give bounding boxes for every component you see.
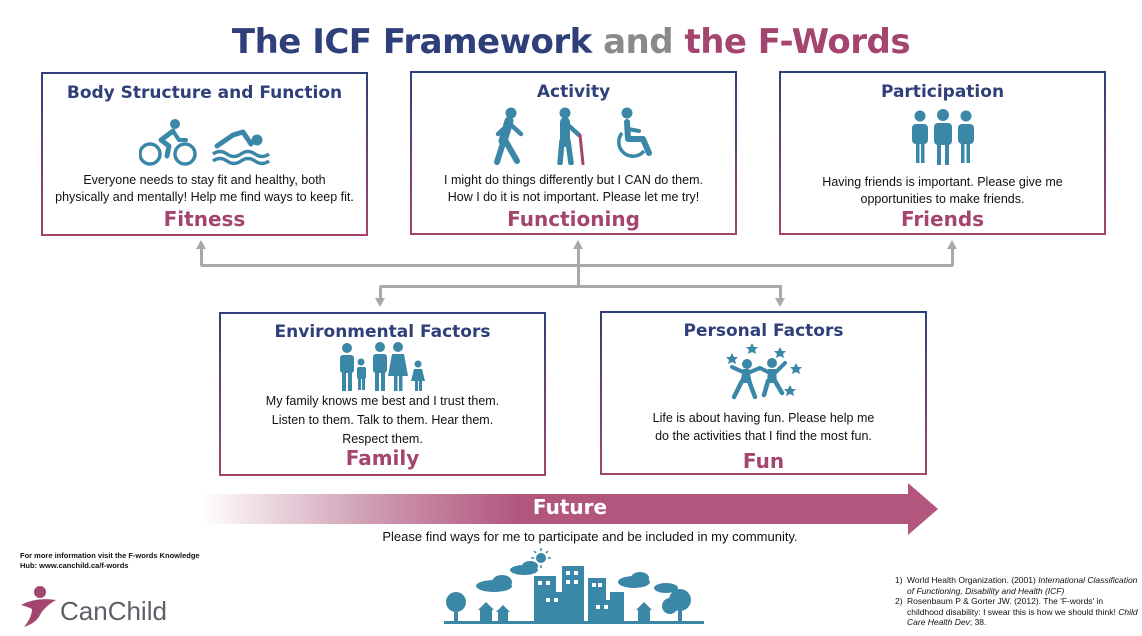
- box-personal-factors: Personal Factors Life is about having fu…: [600, 311, 927, 475]
- fword-fun: Fun: [742, 449, 785, 473]
- box-icons: [602, 341, 925, 401]
- reference-item: 1) World Health Organization. (2001) Int…: [895, 575, 1140, 596]
- playing-kids-stars-icon: [725, 343, 802, 400]
- desc-line: Everyone needs to stay fit and healthy, …: [83, 173, 326, 187]
- box-participation: Participation Having friends is importan…: [779, 71, 1106, 235]
- arrowhead-down-right: [775, 298, 785, 307]
- arrowhead-up-left: [196, 240, 206, 249]
- desc-line: Listen to them. Talk to them. Hear them.: [271, 413, 494, 427]
- arrowhead-up-center: [573, 240, 583, 249]
- fword-fitness: Fitness: [163, 207, 246, 231]
- future-arrow-tip: [908, 483, 938, 535]
- box-heading: Personal Factors: [683, 321, 844, 341]
- box-description: Having friends is important. Please give…: [781, 174, 1104, 208]
- desc-line: do the activities that I find the most f…: [655, 429, 872, 443]
- title-part-icf: The ICF Framework: [231, 22, 592, 62]
- box-description: Everyone needs to stay fit and healthy, …: [43, 172, 366, 206]
- box-description: Life is about having fun. Please help me…: [602, 409, 925, 445]
- arrowhead-down-left: [375, 298, 385, 307]
- box-icons: [412, 107, 735, 165]
- connector-up-center: [577, 247, 580, 266]
- box-icons: [43, 118, 366, 166]
- box-icons: [221, 342, 544, 392]
- box-activity: Activity I might do things differently b…: [410, 71, 737, 235]
- reference-text: World Health Organization. (2001) Intern…: [907, 575, 1140, 596]
- more-info-line: For more information visit the F-words K…: [20, 551, 200, 560]
- desc-line: How I do it is not important. Please let…: [447, 190, 700, 204]
- connector-up-right: [951, 247, 954, 266]
- more-info-line: Hub: www.canchild.ca/f-words: [20, 561, 129, 570]
- box-heading: Participation: [880, 82, 1005, 102]
- title-part-and: and: [603, 22, 674, 62]
- box-environmental-factors: Environmental Factors My family knows me…: [219, 312, 546, 476]
- reference-number: 1): [895, 575, 903, 585]
- title-part-fwords: the F-Words: [684, 22, 911, 62]
- fword-family: Family: [345, 446, 420, 470]
- canchild-logo-text: CanChild: [60, 596, 167, 626]
- box-heading: Environmental Factors: [274, 322, 491, 342]
- connector-center-stem: [577, 266, 580, 287]
- box-description: My family knows me best and I trust them…: [221, 392, 544, 449]
- person-with-cane-icon: [556, 107, 584, 165]
- arrowhead-up-right: [947, 240, 957, 249]
- reference-plain: Rosenbaum P & Gorter JW. (2012). The 'F-…: [907, 596, 1119, 617]
- connector-up-left: [200, 247, 203, 266]
- references-list: 1) World Health Organization. (2001) Int…: [895, 575, 1140, 628]
- diagram-title: The ICF Framework and the F-Words: [0, 22, 1142, 62]
- box-heading: Activity: [536, 82, 611, 102]
- desc-line: Respect them.: [342, 432, 423, 446]
- more-info-note: For more information visit the F-words K…: [20, 551, 250, 571]
- future-arrow-body: [200, 494, 910, 524]
- fword-friends: Friends: [900, 207, 985, 231]
- family-icon: [339, 342, 425, 391]
- box-heading: Body Structure and Function: [66, 83, 343, 103]
- connector-down-right: [779, 286, 782, 299]
- swimmer-icon: [211, 129, 270, 166]
- reference-italic: Child Care Health Dev: [907, 606, 1138, 628]
- desc-line: Life is about having fun. Please help me: [652, 411, 875, 425]
- reference-text: Rosenbaum P & Gorter JW. (2012). The 'F-…: [907, 596, 1140, 628]
- canchild-logo-icon: [21, 586, 56, 627]
- box-description: I might do things differently but I CAN …: [412, 172, 735, 206]
- connector-down-left: [379, 286, 382, 299]
- desc-line: My family knows me best and I trust them…: [265, 394, 500, 408]
- cyclist-icon: [138, 119, 197, 166]
- desc-line: I might do things differently but I CAN …: [444, 173, 703, 187]
- box-body-structure: Body Structure and Function Everyone nee…: [41, 72, 368, 236]
- desc-line: opportunities to make friends.: [860, 192, 1025, 206]
- desc-line: physically and mentally! Help me find wa…: [55, 190, 354, 204]
- fword-future: Future: [532, 495, 608, 519]
- reference-plain: World Health Organization. (2001): [907, 575, 1039, 585]
- wheelchair-user-icon: [616, 107, 652, 158]
- desc-line: Having friends is important. Please give…: [822, 175, 1063, 189]
- reference-italic: International Classification of Function…: [907, 575, 1138, 596]
- group-of-people-icon: [911, 109, 974, 165]
- future-description: Please find ways for me to participate a…: [382, 529, 798, 544]
- walking-person-icon: [493, 107, 523, 165]
- connector-bottom-horizontal: [380, 285, 782, 288]
- box-icons: [781, 109, 1104, 165]
- reference-tail: ; 38.: [969, 617, 987, 627]
- reference-item: 2) Rosenbaum P & Gorter JW. (2012). The …: [895, 596, 1140, 628]
- city-skyline-icon: [444, 548, 704, 624]
- fword-functioning: Functioning: [507, 207, 640, 231]
- reference-number: 2): [895, 596, 903, 606]
